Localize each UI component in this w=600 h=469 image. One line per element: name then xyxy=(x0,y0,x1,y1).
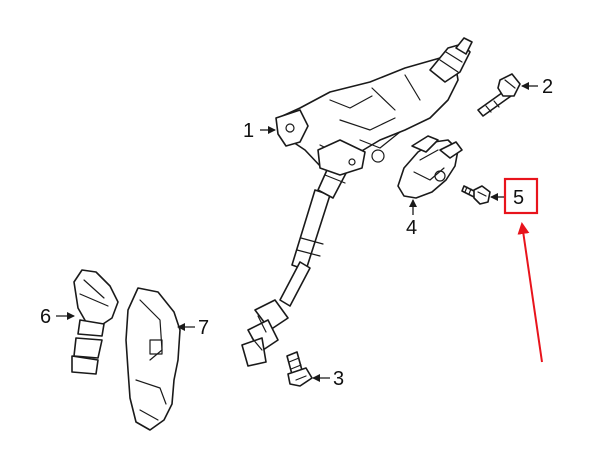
highlight-box xyxy=(503,177,539,215)
callout-5: 5 xyxy=(490,177,539,215)
callout-label: 2 xyxy=(542,76,553,98)
callout-label: 4 xyxy=(406,217,417,239)
bolt-part-2 xyxy=(477,73,521,117)
highlight-arrow xyxy=(517,222,543,363)
callout-4: 4 xyxy=(406,199,417,239)
callout-2: 2 xyxy=(521,76,553,98)
switch-part-4 xyxy=(397,135,463,199)
callout-7: 7 xyxy=(177,317,209,339)
callout-6: 6 xyxy=(40,306,75,328)
callout-label: 3 xyxy=(333,368,344,390)
callout-label: 6 xyxy=(40,306,51,328)
callout-label: 1 xyxy=(243,120,254,142)
callout-3: 3 xyxy=(312,368,344,390)
screw-part-5 xyxy=(461,185,491,205)
cover-part-7 xyxy=(125,287,181,431)
bolt-part-3 xyxy=(286,351,313,387)
callout-label: 5 xyxy=(513,187,524,209)
boot-part-6 xyxy=(71,269,119,375)
steering-column-part-1 xyxy=(241,37,473,367)
callout-1: 1 xyxy=(243,120,276,142)
callout-label: 7 xyxy=(198,317,209,339)
